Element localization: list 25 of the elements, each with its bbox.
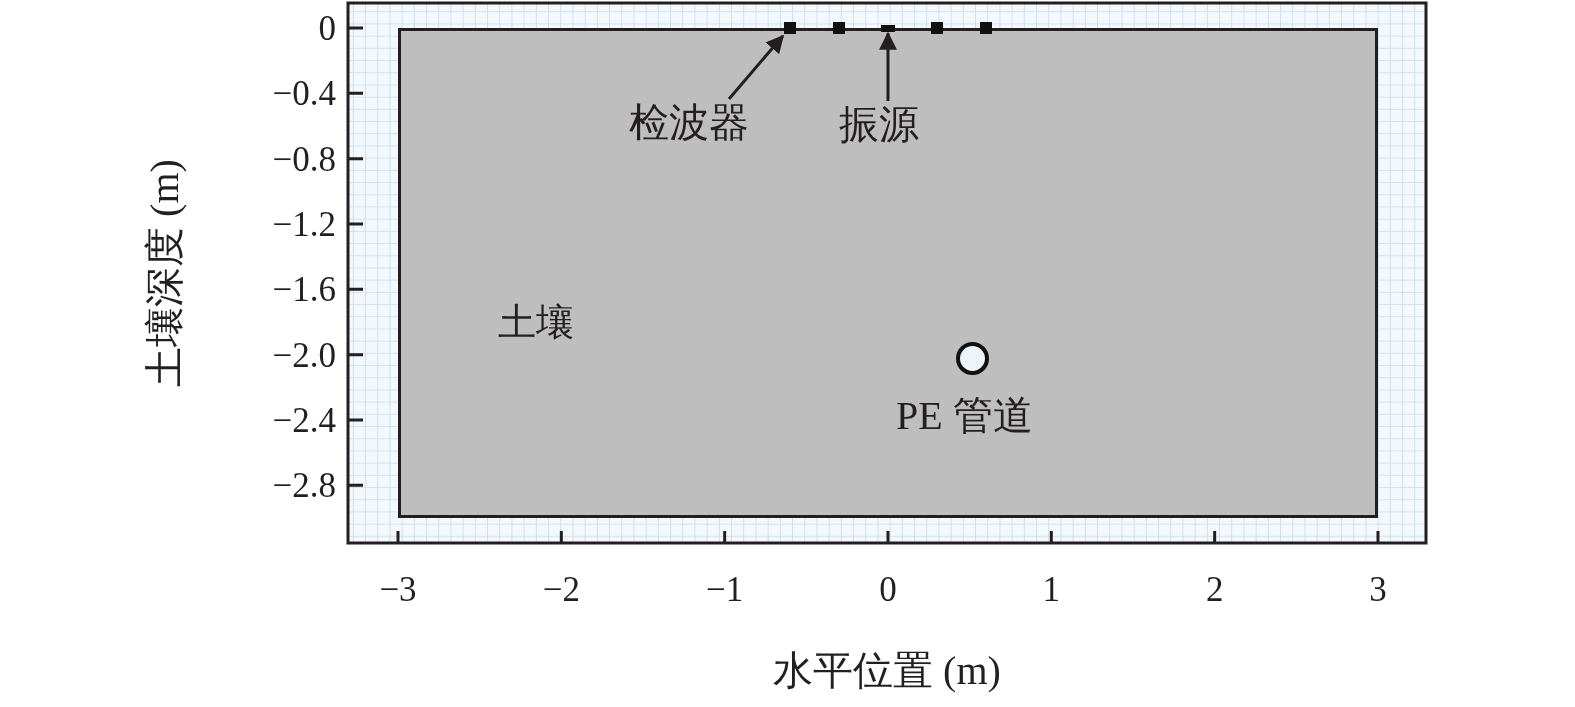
source-marker <box>881 24 895 32</box>
tick-label: −2.8 <box>272 468 336 504</box>
tick-label: 2 <box>1205 572 1224 607</box>
tick-label: −2 <box>542 572 580 607</box>
tick-label: 1 <box>1042 572 1061 607</box>
pipe-label: PE 管道 <box>896 396 1033 436</box>
annotation-text: 检波器 <box>629 103 749 143</box>
leader-arrow <box>727 34 784 100</box>
axis-title: 土壤深度 (m) <box>145 159 185 387</box>
region-label: 土壤 <box>498 303 574 341</box>
tick-label: −3 <box>379 572 417 607</box>
tick-label: 0 <box>879 572 897 607</box>
tick-label: −2.4 <box>272 403 336 438</box>
annotation-text: 振源 <box>839 105 919 145</box>
tick-label: −0.4 <box>272 76 336 112</box>
tick-label: −1 <box>706 572 744 607</box>
tick-label: 0 <box>318 11 336 46</box>
tick-label: −2.0 <box>272 337 336 373</box>
pipe-circle <box>956 342 989 375</box>
tick-label: −1.6 <box>272 272 336 308</box>
tick-label: 3 <box>1369 572 1387 607</box>
tick-label: −1.2 <box>272 207 336 242</box>
leader-arrow <box>879 31 897 101</box>
axis-title: 水平位置 (m) <box>773 651 1001 691</box>
tick-label: −0.8 <box>272 141 336 177</box>
